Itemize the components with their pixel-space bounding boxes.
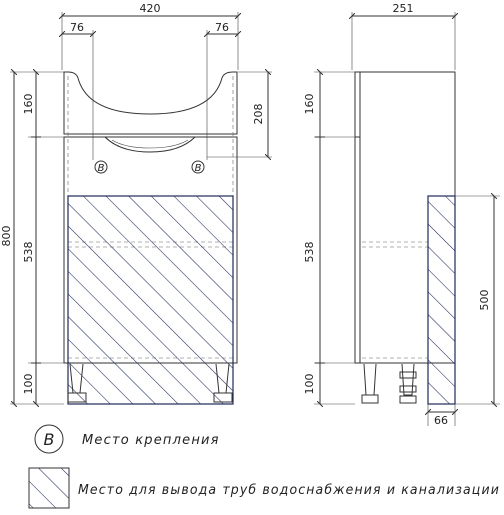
dim-front-verticals: 800 160 538 100 bbox=[0, 72, 64, 404]
dim-body-height-label: 538 bbox=[22, 242, 35, 263]
dim-depth-total-label: 251 bbox=[393, 2, 414, 15]
legend-pipe-zone: Место для вывода труб водоснабжения и ка… bbox=[28, 467, 500, 509]
dim-right-offset: 76 bbox=[207, 21, 238, 160]
dim-basin-depth-label: 208 bbox=[252, 104, 265, 125]
side-dim-top-height-label: 160 bbox=[303, 94, 316, 115]
dim-pipe-zone-depth: 66 bbox=[428, 404, 455, 427]
pipe-zone-side bbox=[427, 195, 456, 405]
mount-point-right: B bbox=[191, 160, 205, 174]
drain-bowl bbox=[104, 136, 196, 153]
pipe-zone-front bbox=[67, 195, 234, 405]
dim-left-offset: 76 bbox=[62, 21, 93, 160]
front-view: 420 76 76 B B bbox=[0, 2, 272, 404]
legend-mount-text: Место крепления bbox=[82, 433, 220, 448]
dim-right-offset-label: 76 bbox=[215, 21, 229, 34]
legend-pipe-zone-text: Место для вывода труб водоснабжения и ка… bbox=[78, 483, 500, 498]
leg-right bbox=[213, 363, 233, 403]
legend-mount: B Место крепления bbox=[34, 424, 220, 454]
side-dim-legs-height-label: 100 bbox=[303, 374, 316, 395]
side-dim-body-height-label: 538 bbox=[303, 242, 316, 263]
dim-pipe-zone-height: 500 bbox=[455, 196, 500, 404]
leg-left bbox=[67, 363, 87, 403]
dim-pipe-zone-height-label: 500 bbox=[478, 290, 491, 311]
hatch-swatch-icon bbox=[29, 468, 69, 508]
svg-text:B: B bbox=[44, 430, 55, 449]
mount-symbol-icon bbox=[34, 424, 64, 454]
side-leg-rear bbox=[399, 363, 417, 404]
dim-total-height-label: 800 bbox=[0, 226, 13, 247]
svg-text:B: B bbox=[98, 163, 105, 174]
dim-width-total: 420 bbox=[62, 2, 238, 70]
basin-outline bbox=[63, 71, 238, 135]
dim-top-height-label: 160 bbox=[22, 94, 35, 115]
side-view: 251 bbox=[303, 2, 500, 427]
dim-width-total-label: 420 bbox=[140, 2, 161, 15]
svg-text:B: B bbox=[195, 163, 202, 174]
legend: B Место крепления Место для вывода труб … bbox=[28, 424, 500, 509]
dim-depth-total: 251 bbox=[352, 2, 455, 70]
dim-side-verticals: 160 538 100 bbox=[303, 72, 355, 404]
dim-pipe-zone-depth-label: 66 bbox=[434, 414, 448, 427]
dim-left-offset-label: 76 bbox=[70, 21, 84, 34]
dim-basin-depth: 208 bbox=[207, 72, 272, 157]
dim-legs-height-label: 100 bbox=[22, 374, 35, 395]
side-leg-front bbox=[361, 363, 379, 404]
mount-point-left: B bbox=[94, 160, 108, 174]
